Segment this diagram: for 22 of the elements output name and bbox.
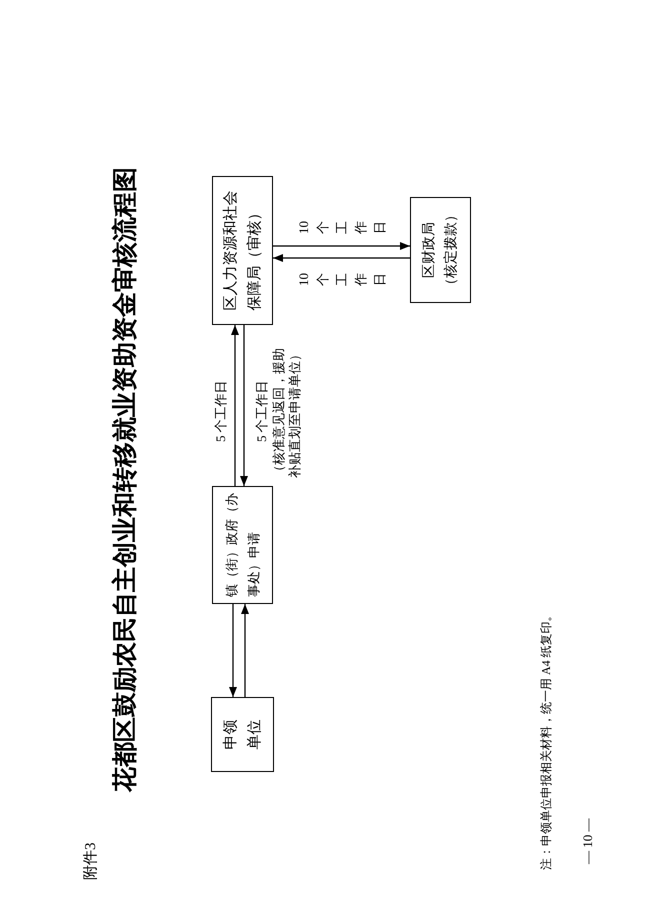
box-label: 区人力资源和社会保障局（审核） <box>222 190 264 310</box>
process-box <box>212 486 273 604</box>
title: 花都区鼓励农民自主创业和转移就业资助资金审核流程图 <box>110 167 140 792</box>
attachment-label: 附件3 <box>82 842 100 880</box>
arrow <box>241 604 249 697</box>
process-box <box>211 697 274 772</box>
arrow <box>273 242 410 250</box>
process-box <box>212 176 273 325</box>
arrow <box>273 254 410 262</box>
arrow <box>231 325 239 486</box>
arrow <box>240 325 248 486</box>
footnote: 注：申领单位申报相关材料，统一用 A4 纸复印。 <box>538 609 554 870</box>
page-number: — 10 — <box>579 818 596 864</box>
box-label: 区财政局 <box>420 222 438 278</box>
edge-note: （核准意见返回，援助补贴直划至申请单位） <box>271 348 303 478</box>
box-label: 申领单位 <box>222 720 264 750</box>
box-label: （核定拨款） <box>442 208 460 292</box>
edge-label: 5 个工作日 <box>254 380 270 442</box>
arrow <box>229 604 237 697</box>
edge-label: 5 个工作日 <box>213 380 229 442</box>
box-label: 镇（街）政府（办事处）申请 <box>222 493 262 597</box>
process-box <box>410 197 471 303</box>
